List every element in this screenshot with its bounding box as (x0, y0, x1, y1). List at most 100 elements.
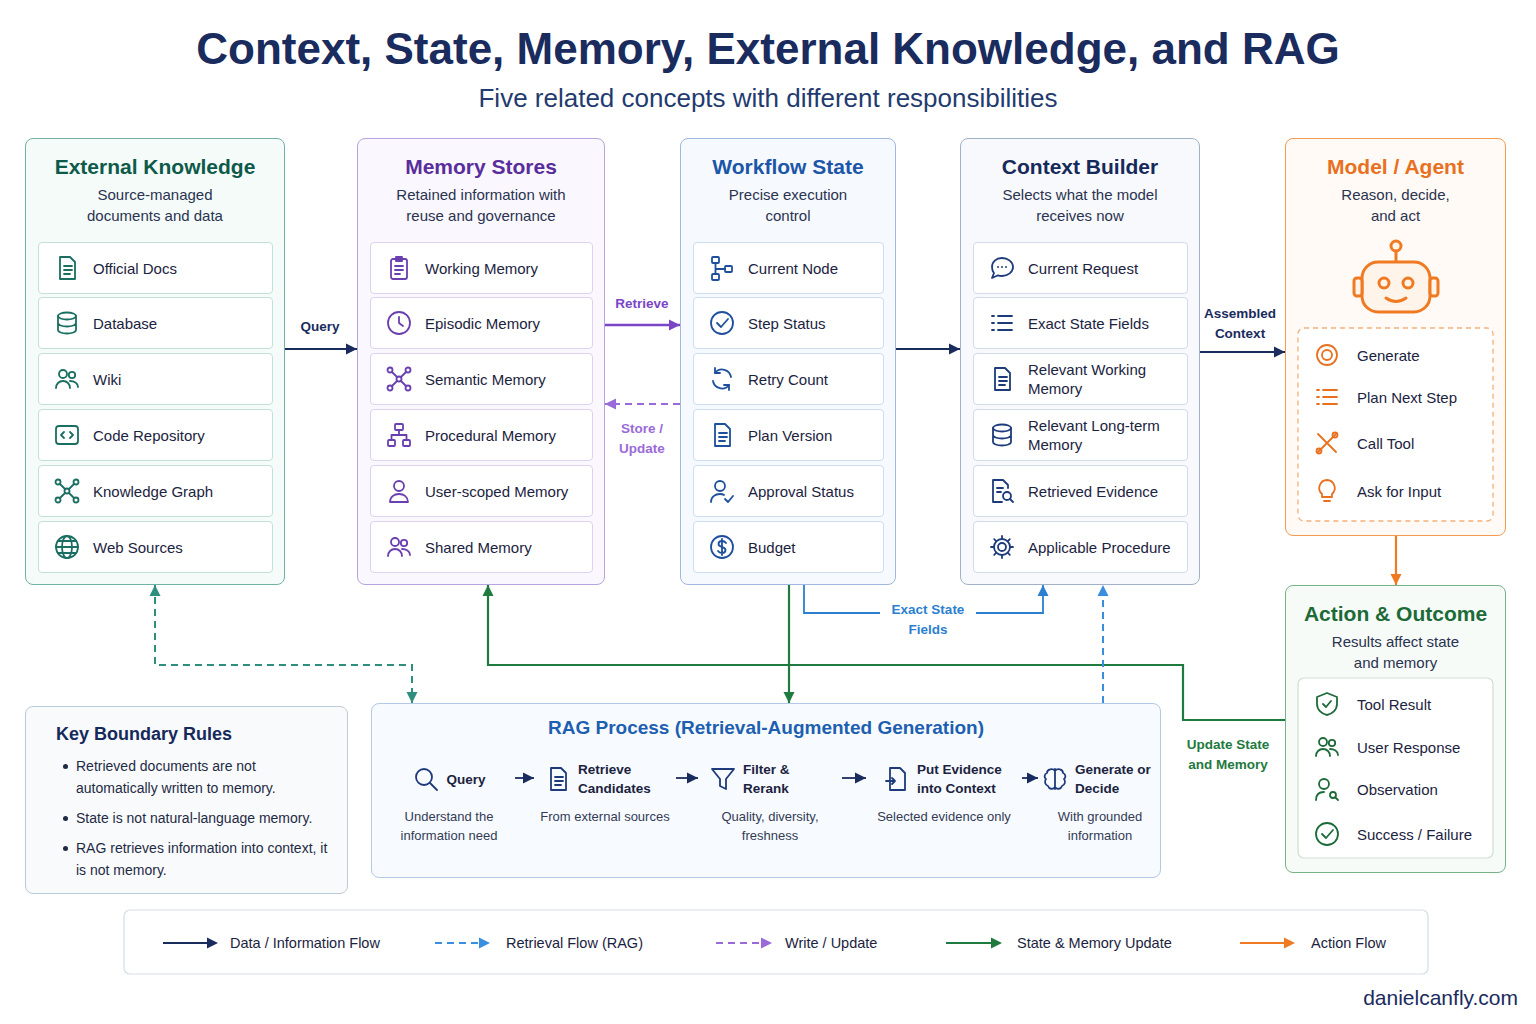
item-label: Step Status (748, 314, 826, 333)
connector (150, 585, 418, 703)
connector (483, 585, 1286, 720)
concept-panel: Action & OutcomeResults affect state and… (1285, 585, 1506, 873)
connector-label: Assembled Context (1195, 304, 1285, 344)
connector-label: Exact State Fields (880, 599, 976, 641)
connector (285, 344, 357, 355)
item-label: Knowledge Graph (93, 482, 213, 501)
item-label: Plan Next Step (1357, 388, 1457, 407)
item-row: Tool Result (1309, 684, 1489, 724)
item-icon (385, 421, 413, 449)
panel-title: Memory Stores (358, 153, 604, 181)
step-title: Generate or Decide (1075, 760, 1159, 798)
step-description: Understand the information need (386, 807, 512, 845)
item-icon (53, 365, 81, 393)
concept-panel: External KnowledgeSource-managed documen… (25, 138, 285, 585)
item-row: Call Tool (1309, 423, 1489, 463)
item-box: Current Request (973, 242, 1188, 294)
item-box: Semantic Memory (370, 353, 593, 405)
item-icon (708, 421, 736, 449)
item-label: Official Docs (93, 259, 177, 278)
step-title: Filter & Rerank (743, 760, 831, 798)
item-row: Success / Failure (1309, 814, 1489, 854)
item-row: Observation (1309, 769, 1489, 809)
panel-title: Workflow State (681, 153, 895, 181)
legend-label: Retrieval Flow (RAG) (506, 933, 643, 953)
item-label: Working Memory (425, 259, 538, 278)
item-label: Ask for Input (1357, 482, 1441, 501)
legend-sample-action-flow (1240, 938, 1295, 949)
item-icon (385, 533, 413, 561)
arrowhead (669, 320, 680, 331)
connector (1391, 536, 1402, 585)
arrowhead (1098, 585, 1109, 596)
item-label: Current Request (1028, 259, 1138, 278)
item-box: Exact State Fields (973, 297, 1188, 349)
step-head: Generate or Decide (1041, 757, 1159, 801)
panel-subtitle: Selects what the model receives now (985, 184, 1175, 226)
item-box: Retry Count (693, 353, 884, 405)
panel-title: Model / Agent (1286, 153, 1505, 181)
item-label: User Response (1357, 738, 1460, 757)
process-title: RAG Process (Retrieval-Augmented Generat… (372, 715, 1160, 741)
item-icon (1313, 429, 1341, 457)
item-label: Applicable Procedure (1028, 538, 1171, 557)
connector-line (605, 324, 680, 327)
legend-sample-data-flow (163, 938, 218, 949)
legend-sample-state-memory-update (946, 938, 1002, 949)
concept-panel: Memory StoresRetained information with r… (357, 138, 605, 585)
bullet-dot (63, 816, 68, 821)
item-icon (708, 309, 736, 337)
item-label: Episodic Memory (425, 314, 540, 333)
item-icon (1313, 690, 1341, 718)
arrowhead (687, 773, 698, 784)
item-label: Shared Memory (425, 538, 532, 557)
arrowhead (605, 399, 616, 410)
rules-panel: Key Boundary RulesRetrieved documents ar… (25, 706, 348, 894)
step-description: Quality, diversity, freshness (701, 807, 839, 845)
panel-title: Context Builder (961, 153, 1199, 181)
item-label: User-scoped Memory (425, 482, 568, 501)
item-box: Wiki (38, 353, 273, 405)
connector (605, 320, 680, 331)
arrowhead (1027, 773, 1038, 784)
bullet-dot (63, 764, 68, 769)
item-box: Shared Memory (370, 521, 593, 573)
item-icon (708, 533, 736, 561)
connector (1200, 347, 1285, 358)
concept-panel: Workflow StatePrecise execution controlC… (680, 138, 896, 585)
process-step: Retrieve CandidatesFrom external sources (537, 757, 673, 847)
connector-label: Store / Update (607, 419, 677, 459)
arrowhead (407, 692, 418, 703)
item-icon (1313, 383, 1341, 411)
panel-subtitle: Precise execution control (713, 184, 863, 226)
legend-sample-retrieval-flow (435, 938, 490, 949)
panel-subtitle: Retained information with reuse and gove… (381, 184, 581, 226)
item-icon (53, 421, 81, 449)
item-icon (708, 254, 736, 282)
arrowhead (855, 773, 866, 784)
item-label: Budget (748, 538, 796, 557)
arrowhead (483, 585, 494, 596)
item-icon (988, 254, 1016, 282)
connector (676, 773, 698, 784)
process-step: QueryUnderstand the information need (386, 757, 512, 847)
connector (605, 399, 680, 410)
item-box: Retrieved Evidence (973, 465, 1188, 517)
item-box: Knowledge Graph (38, 465, 273, 517)
diagram-title: Context, State, Memory, External Knowled… (0, 20, 1536, 78)
rule-bullet: Retrieved documents are not automaticall… (76, 755, 331, 799)
arrowhead (1038, 585, 1049, 596)
step-icon (544, 765, 572, 793)
step-head: Query (386, 757, 512, 801)
item-label: Success / Failure (1357, 825, 1472, 844)
item-icon (53, 477, 81, 505)
item-box: Applicable Procedure (973, 521, 1188, 573)
process-step: Filter & RerankQuality, diversity, fresh… (701, 757, 839, 847)
concept-panel: Model / AgentReason, decide, and actGene… (1285, 138, 1506, 536)
arrowhead (346, 344, 357, 355)
item-box: Relevant Working Memory (973, 353, 1188, 405)
arrowhead (1274, 347, 1285, 358)
item-label: Current Node (748, 259, 838, 278)
item-icon (988, 365, 1016, 393)
step-description: From external sources (537, 807, 673, 826)
